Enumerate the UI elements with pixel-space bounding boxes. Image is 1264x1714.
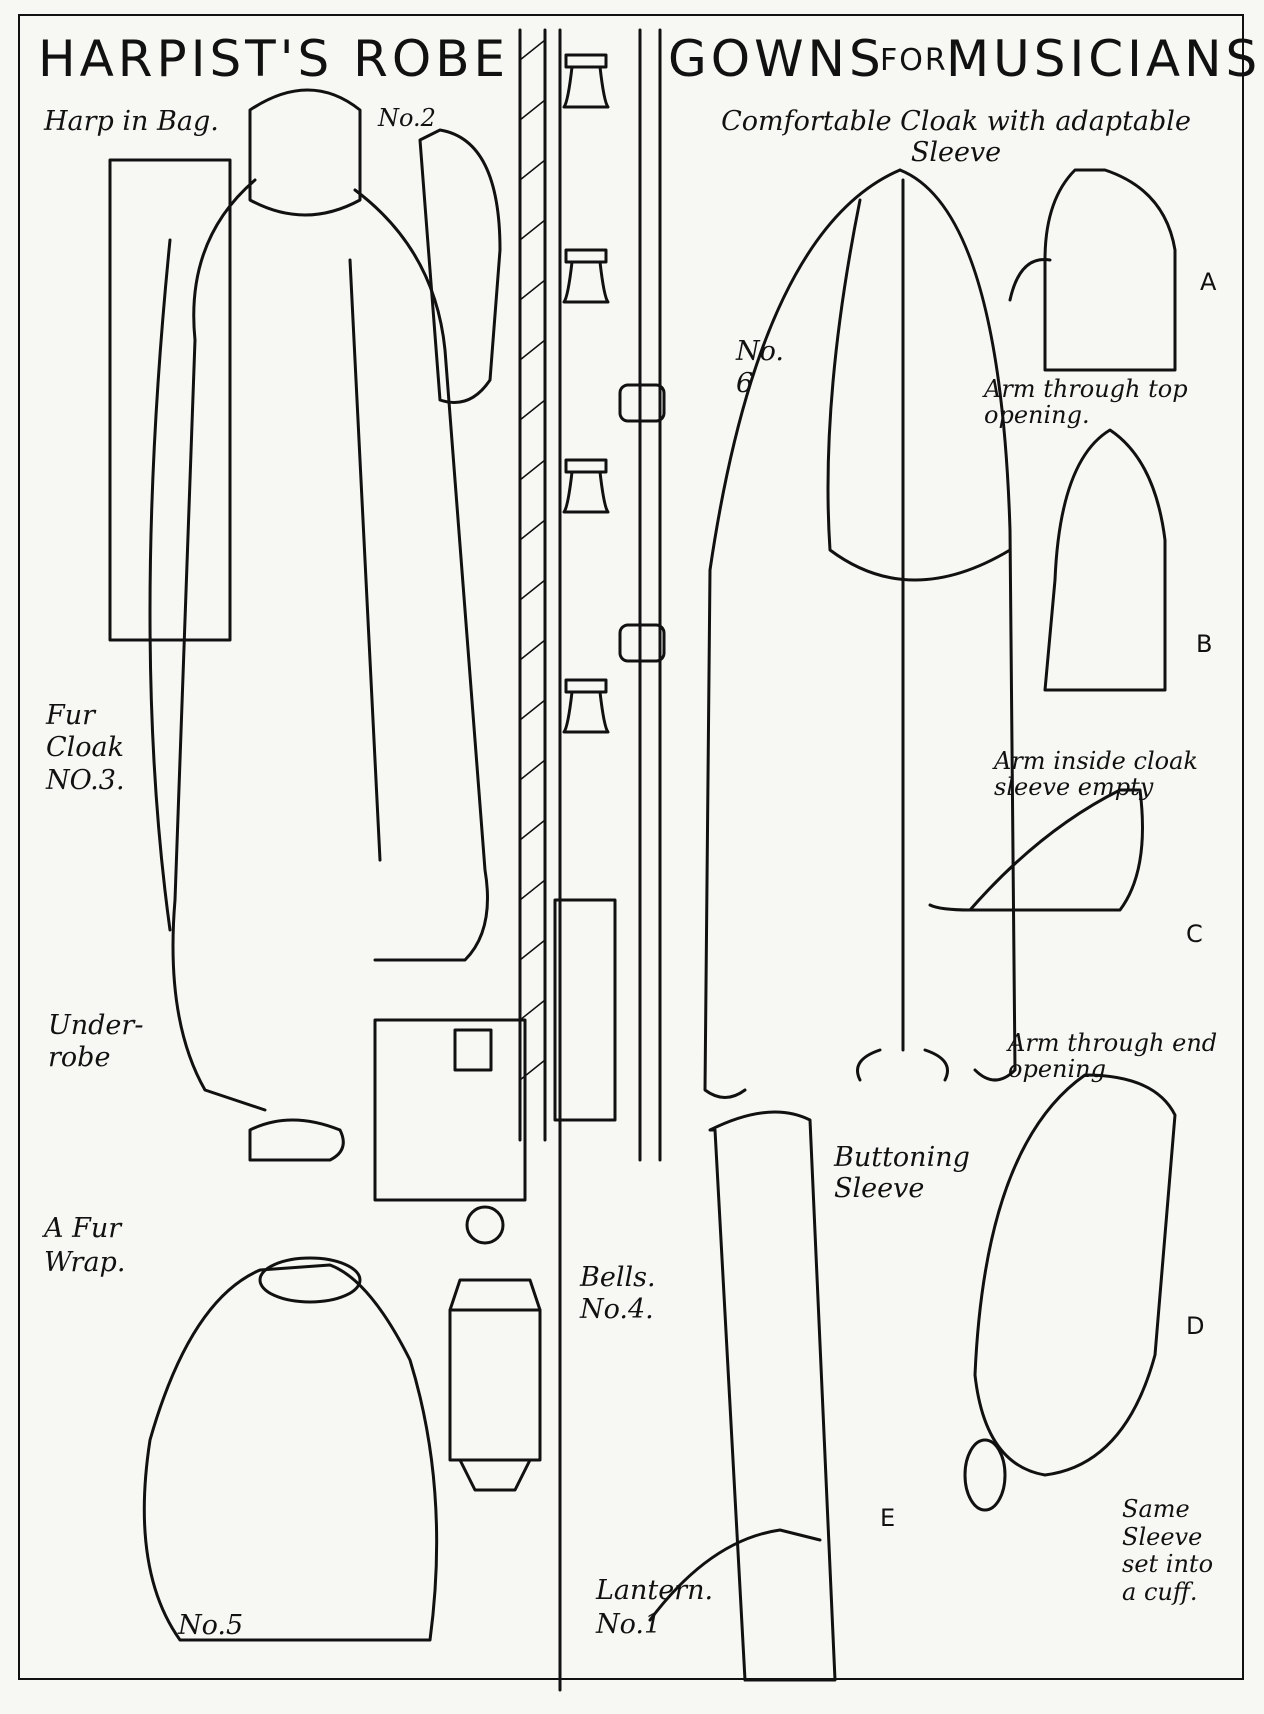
harpist-figure xyxy=(108,88,502,1162)
label-buttoning-sleeve: Buttoning Sleeve xyxy=(834,1142,970,1205)
label-harp-in-bag: Harp in Bag. xyxy=(44,106,219,137)
label-arm-end-opening: Arm through end opening xyxy=(1008,1029,1218,1084)
fur-wrap-illustration xyxy=(142,1256,439,1642)
sleeve-a-illustration xyxy=(1008,168,1177,372)
label-letter-e: E xyxy=(880,1504,896,1532)
label-letter-d: D xyxy=(1186,1312,1205,1340)
label-arm-inside-cloak: Arm inside cloak sleeve empty xyxy=(994,747,1198,802)
stool-illustration xyxy=(373,1018,527,1202)
page-border xyxy=(18,14,1244,1680)
label-bells: Bells. No.4. xyxy=(580,1262,656,1326)
label-same-sleeve-cuff: Same Sleeve set into a cuff. xyxy=(1122,1495,1214,1606)
label-letter-a: A xyxy=(1200,268,1217,296)
cloak-no6-illustration xyxy=(703,168,1017,1099)
title-gowns: GOWNS xyxy=(668,30,885,88)
label-letter-b: B xyxy=(1196,630,1213,658)
sleeve-d-illustration xyxy=(963,1073,1177,1512)
title-musicians: MUSICIANS. xyxy=(946,30,1264,88)
title-harpists-robe: HARPIST'S ROBE xyxy=(38,30,510,88)
lantern-illustration xyxy=(448,1205,542,1492)
bells-illustration xyxy=(553,53,666,1122)
label-arm-top-opening: Arm through top opening. xyxy=(984,375,1188,430)
sleeve-b-illustration xyxy=(1043,428,1167,692)
title-for: FOR xyxy=(880,43,948,78)
label-no6: No. 6 xyxy=(736,336,784,400)
sleeve-c-illustration xyxy=(928,788,1144,912)
label-lantern: Lantern. No.1 xyxy=(596,1575,714,1640)
label-no2: No.2 xyxy=(378,104,436,132)
center-pillar xyxy=(518,28,662,1692)
label-fur-cloak: Fur Cloak NO.3. xyxy=(46,700,125,796)
label-fur-wrap: A Fur Wrap. xyxy=(44,1213,126,1278)
sleeve-e-illustration xyxy=(648,1110,837,1682)
label-no5: No.5 xyxy=(178,1610,244,1641)
label-letter-c: C xyxy=(1186,920,1203,948)
label-under-robe: Under-robe xyxy=(48,1010,144,1074)
label-comfortable-cloak: Comfortable Cloak with adaptable Sleeve xyxy=(721,106,1191,169)
